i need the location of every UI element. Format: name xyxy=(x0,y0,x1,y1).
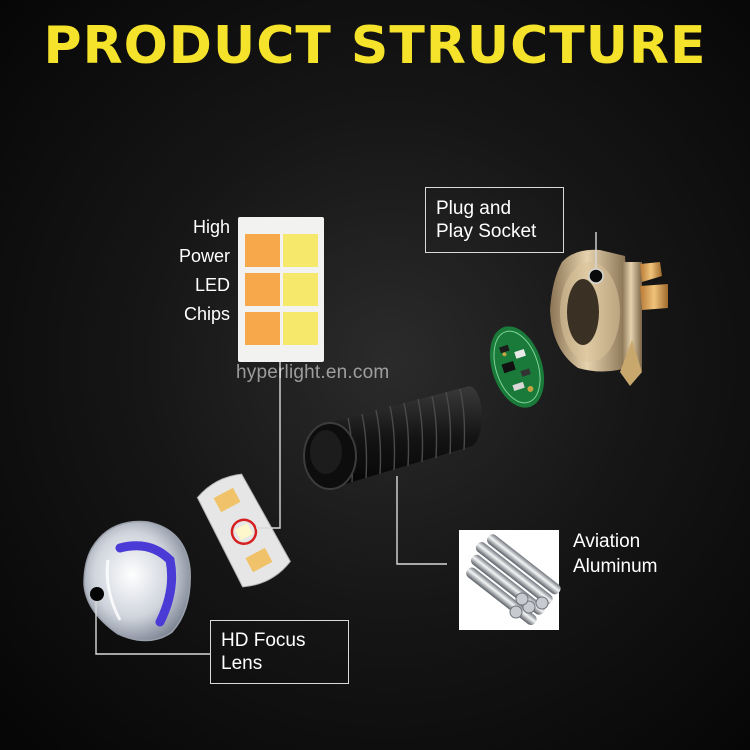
heat-sink-image xyxy=(303,386,482,490)
chip-amber-1 xyxy=(245,234,280,267)
driver-board-image xyxy=(489,326,545,408)
aluminum-rods-image xyxy=(459,530,561,630)
aluminum-label: Aviation Aluminum xyxy=(573,531,658,577)
focus-lens-image xyxy=(83,520,191,642)
led-board-image xyxy=(196,473,291,588)
focus-lens-callout: HD Focus Lens xyxy=(210,620,349,684)
led-chips-swatch xyxy=(238,217,324,362)
plug-socket-image xyxy=(550,249,668,386)
chip-yellow-1 xyxy=(283,234,318,267)
chip-amber-2 xyxy=(245,273,280,306)
chip-amber-3 xyxy=(245,312,280,345)
callout-lines xyxy=(95,232,597,655)
led-chips-label: High Power LED Chips xyxy=(178,217,230,324)
socket-callout-dot xyxy=(588,268,604,284)
chip-yellow-2 xyxy=(283,273,318,306)
watermark: hyperlight.en.com xyxy=(236,362,390,383)
chip-yellow-3 xyxy=(283,312,318,345)
plug-socket-callout: Plug and Play Socket xyxy=(425,187,564,253)
page-title: PRODUCT STRUCTURE xyxy=(43,16,707,76)
lens-callout-dot xyxy=(90,587,104,601)
